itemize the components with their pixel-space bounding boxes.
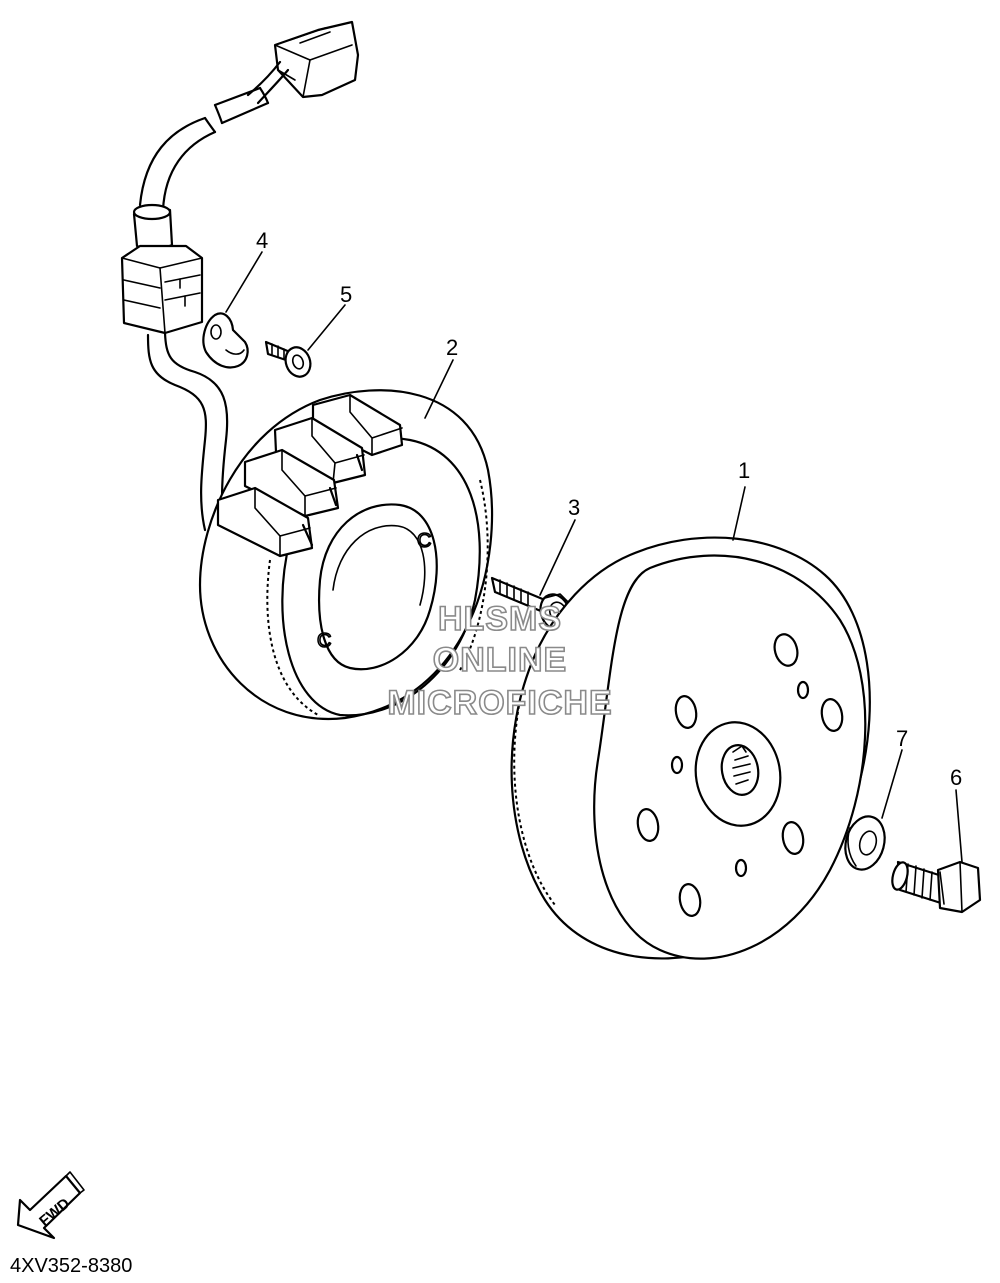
svg-text:C: C: [317, 630, 331, 652]
callout-7: 7: [896, 726, 908, 751]
callout-numbers: 1 2 3 4 5 6 7: [256, 228, 962, 790]
callout-6: 6: [950, 765, 962, 790]
callout-5: 5: [340, 282, 352, 307]
svg-text:C: C: [417, 530, 431, 552]
leader-lines: [225, 251, 963, 863]
fwd-arrow-icon: FWD: [16, 1171, 85, 1240]
watermark-line-3: MICROFICHE: [387, 684, 612, 722]
callout-3: 3: [568, 495, 580, 520]
rotor-bolt: [891, 860, 982, 914]
washer: [844, 815, 886, 871]
part-code: 4XV352-8380: [10, 1255, 132, 1277]
lead-clamp: [202, 312, 249, 369]
callout-2: 2: [446, 335, 458, 360]
watermark: HLSMS ONLINE MICROFICHE: [387, 599, 613, 723]
watermark-line-2: ONLINE: [433, 641, 567, 679]
watermark-line-1: HLSMS: [438, 600, 562, 638]
callout-4: 4: [256, 228, 268, 253]
clamp-screw: [264, 340, 312, 378]
callout-1: 1: [738, 458, 750, 483]
stator: C C: [198, 389, 494, 721]
rotor: [510, 536, 871, 960]
wire-harness: [120, 20, 360, 532]
